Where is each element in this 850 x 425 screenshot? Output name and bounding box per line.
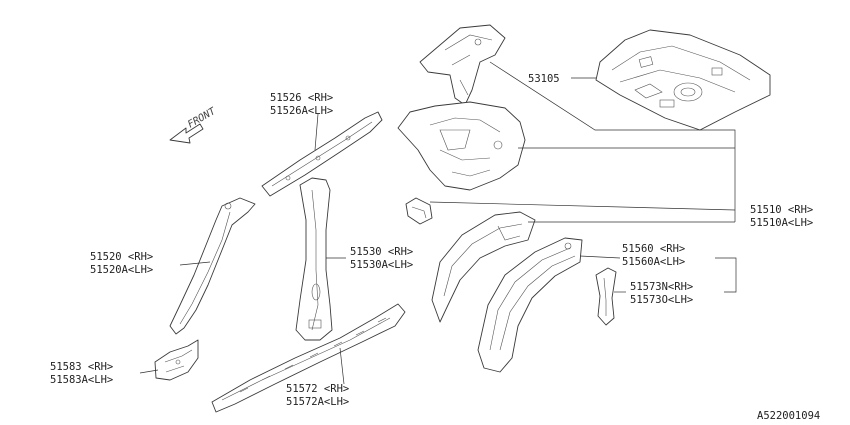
small-panel-drawing [595, 267, 617, 326]
part-number-rh: 51583 <RH> [50, 361, 113, 373]
wheel-house-outer-drawing [477, 237, 583, 373]
leader-lines [139, 61, 737, 385]
label-51510: 51510 <RH> 51510A<LH> [750, 204, 813, 229]
center-pillar-drawing [295, 177, 333, 341]
part-number-rh: 51530 <RH> [350, 246, 413, 258]
part-number-lh: 51573O<LH> [630, 294, 693, 306]
diagram-reference-code: A522001094 [757, 410, 820, 422]
upper-rear-bracket-drawing [419, 24, 506, 106]
label-51560: 51560 <RH> 51560A<LH> [622, 243, 685, 268]
small-clip-drawing [405, 197, 433, 225]
part-number-rh: 51572 <RH> [286, 383, 349, 395]
front-direction-arrow [169, 123, 204, 144]
front-pillar-drawing [169, 197, 256, 335]
part-number-lh: 51526A<LH> [270, 105, 333, 117]
label-51573: 51573N<RH> 51573O<LH> [630, 281, 693, 306]
roof-rail-drawing [261, 111, 383, 197]
part-number: 53105 [528, 73, 560, 85]
part-number-rh: 51526 <RH> [270, 92, 333, 104]
part-number-rh: 51510 <RH> [750, 204, 813, 216]
part-number-rh: 51573N<RH> [630, 281, 693, 293]
part-number-lh: 51510A<LH> [750, 217, 813, 229]
label-51530: 51530 <RH> 51530A<LH> [350, 246, 413, 271]
rear-floor-panel-drawing [595, 29, 771, 131]
part-number-lh: 51572A<LH> [286, 396, 349, 408]
label-51572: 51572 <RH> 51572A<LH> [286, 383, 349, 408]
wheel-house-inner-drawing [431, 211, 536, 323]
part-number-lh: 51520A<LH> [90, 264, 153, 276]
part-number-rh: 51520 <RH> [90, 251, 153, 263]
part-number-lh: 51530A<LH> [350, 259, 413, 271]
label-51583: 51583 <RH> 51583A<LH> [50, 361, 113, 386]
lower-front-bracket-drawing [154, 339, 199, 381]
label-53105: 53105 [528, 73, 560, 85]
part-number-rh: 51560 <RH> [622, 243, 685, 255]
rear-quarter-inner-drawing [397, 101, 526, 191]
part-number-lh: 51560A<LH> [622, 256, 685, 268]
rocker-sill-drawing [211, 303, 406, 413]
label-51520: 51520 <RH> 51520A<LH> [90, 251, 153, 276]
part-number-lh: 51583A<LH> [50, 374, 113, 386]
label-51526: 51526 <RH> 51526A<LH> [270, 92, 333, 117]
